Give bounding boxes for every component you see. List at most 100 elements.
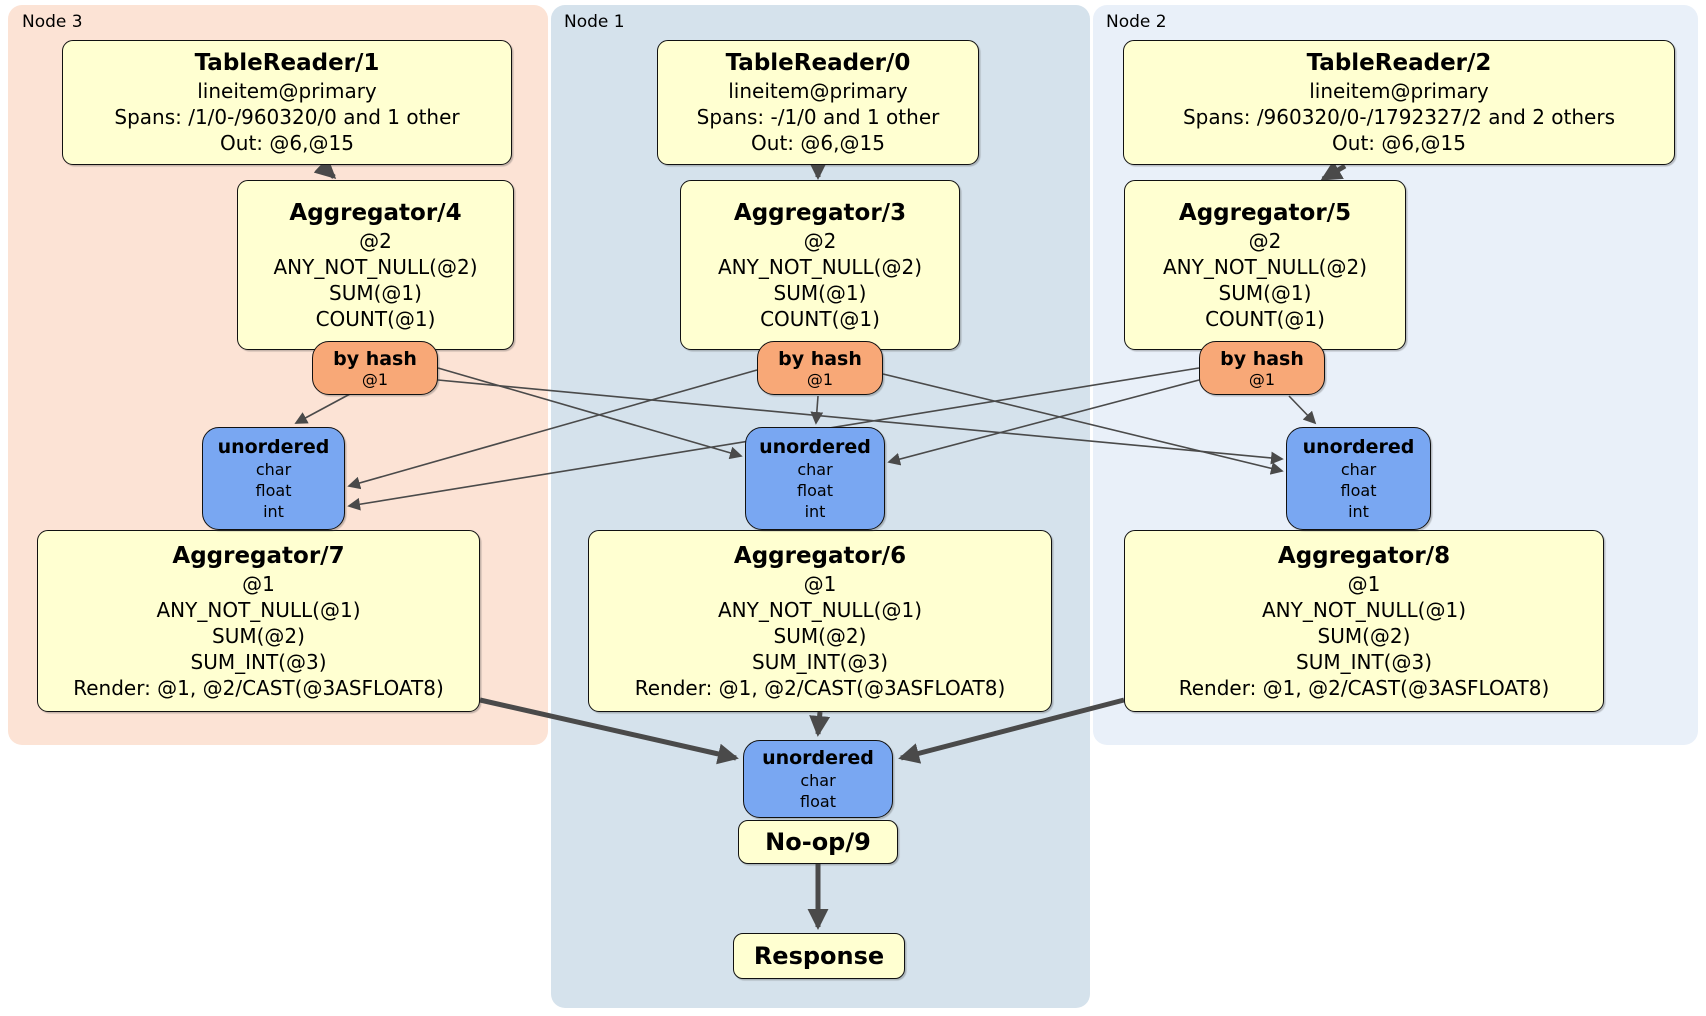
edge-agg6-sync-final xyxy=(809,711,831,737)
processor-aggregator-8: Aggregator/8 @1 ANY_NOT_NULL(@1) SUM(@2)… xyxy=(1124,530,1604,712)
sync-title: unordered xyxy=(217,436,330,458)
edge-router3-sync1 xyxy=(437,367,743,460)
processor-line: @1 xyxy=(803,571,837,596)
sync-item: int xyxy=(804,502,826,521)
edge-router3-sync2 xyxy=(437,379,1284,465)
processor-aggregator-6: Aggregator/6 @1 ANY_NOT_NULL(@1) SUM(@2)… xyxy=(588,530,1052,712)
processor-line: Spans: -/1/0 and 1 other xyxy=(696,105,940,129)
processor-title: Aggregator/5 xyxy=(1178,199,1352,226)
processor-line: ANY_NOT_NULL(@2) xyxy=(1163,254,1367,279)
processor-line: ANY_NOT_NULL(@1) xyxy=(1262,597,1466,622)
edge-agg7-sync-final xyxy=(479,697,739,765)
processor-title: TableReader/1 xyxy=(194,50,380,76)
processor-tablereader-1: TableReader/1 lineitem@primary Spans: /1… xyxy=(62,40,512,165)
processor-tablereader-0: TableReader/0 lineitem@primary Spans: -/… xyxy=(657,40,979,165)
router-title: by hash xyxy=(778,347,862,370)
processor-line: lineitem@primary xyxy=(728,79,908,103)
processor-noop-9: No-op/9 xyxy=(738,820,898,864)
sync-unordered-node2: unordered char float int xyxy=(1286,427,1431,530)
processor-line: COUNT(@1) xyxy=(1205,306,1325,331)
edge-router1-sync3 xyxy=(347,369,758,490)
processor-line: COUNT(@1) xyxy=(760,306,880,331)
sync-unordered-node3: unordered char float int xyxy=(202,427,345,530)
router-title: by hash xyxy=(1220,347,1304,370)
processor-title: Aggregator/4 xyxy=(289,199,462,226)
processor-line: @1 xyxy=(242,571,275,596)
processor-line: SUM(@1) xyxy=(329,280,422,305)
processor-title: Aggregator/7 xyxy=(172,542,345,569)
router-detail: @1 xyxy=(1248,369,1276,389)
panel-label-node3: Node 3 xyxy=(22,12,83,32)
sync-item: float xyxy=(800,792,836,811)
router-by-hash-node1: by hash @1 xyxy=(757,341,883,395)
edge-router2-sync2 xyxy=(1288,395,1317,425)
processor-aggregator-3: Aggregator/3 @2 ANY_NOT_NULL(@2) SUM(@1)… xyxy=(680,180,960,350)
processor-title: TableReader/2 xyxy=(1306,50,1492,76)
processor-line: ANY_NOT_NULL(@2) xyxy=(273,254,478,279)
processor-aggregator-7: Aggregator/7 @1 ANY_NOT_NULL(@1) SUM(@2)… xyxy=(37,530,480,712)
processor-title: Aggregator/6 xyxy=(733,542,907,569)
processor-line: ANY_NOT_NULL(@2) xyxy=(718,254,922,279)
processor-line: COUNT(@1) xyxy=(315,306,436,331)
processor-line: SUM_INT(@3) xyxy=(190,649,327,674)
edge-router1-sync1 xyxy=(810,395,824,425)
processor-line: SUM(@1) xyxy=(1218,280,1312,305)
router-by-hash-node3: by hash @1 xyxy=(312,341,438,395)
processor-line: Render: @1, @2/CAST(@3ASFLOAT8) xyxy=(1178,675,1550,700)
processor-title: Aggregator/3 xyxy=(733,199,907,226)
edge-router2-sync1 xyxy=(887,379,1200,466)
sync-item: int xyxy=(1348,502,1369,521)
processor-line: @1 xyxy=(1347,571,1381,596)
processor-line: Render: @1, @2/CAST(@3ASFLOAT8) xyxy=(634,675,1006,700)
edge-router3-sync3 xyxy=(294,393,351,424)
processor-line: @2 xyxy=(359,228,392,253)
sync-item: int xyxy=(263,502,284,521)
processor-title: Aggregator/8 xyxy=(1277,542,1451,569)
processor-line: SUM(@2) xyxy=(212,623,305,648)
edge-agg8-sync-final xyxy=(898,697,1125,764)
processor-line: SUM_INT(@3) xyxy=(1296,649,1432,674)
sync-item: float xyxy=(255,481,292,500)
processor-aggregator-4: Aggregator/4 @2 ANY_NOT_NULL(@2) SUM(@1)… xyxy=(237,180,514,350)
router-detail: @1 xyxy=(361,369,389,389)
processor-line: ANY_NOT_NULL(@1) xyxy=(156,597,361,622)
processor-line: Out: @6,@15 xyxy=(1332,131,1466,155)
processor-line: @2 xyxy=(803,228,837,253)
sync-title: unordered xyxy=(762,747,874,769)
processor-line: @2 xyxy=(1248,228,1282,253)
sync-item: char xyxy=(1340,460,1377,479)
sync-item: char xyxy=(797,460,833,479)
edge-router1-sync2 xyxy=(882,373,1284,475)
processor-line: SUM_INT(@3) xyxy=(752,649,888,674)
sync-title: unordered xyxy=(759,436,871,458)
router-by-hash-node2: by hash @1 xyxy=(1199,341,1325,395)
response-box: Response xyxy=(733,933,905,979)
processor-line: SUM(@2) xyxy=(773,623,867,648)
router-detail: @1 xyxy=(806,369,834,389)
sync-item: char xyxy=(255,460,292,479)
processor-aggregator-5: Aggregator/5 @2 ANY_NOT_NULL(@2) SUM(@1)… xyxy=(1124,180,1406,350)
processor-line: ANY_NOT_NULL(@1) xyxy=(718,597,922,622)
sync-item: float xyxy=(1340,481,1377,500)
processor-tablereader-2: TableReader/2 lineitem@primary Spans: /9… xyxy=(1123,40,1675,165)
processor-line: Spans: /1/0-/960320/0 and 1 other xyxy=(114,105,460,129)
processor-line: SUM(@1) xyxy=(773,280,867,305)
sync-item: char xyxy=(800,771,836,790)
panel-label-node1: Node 1 xyxy=(564,12,625,32)
sync-unordered-final: unordered char float xyxy=(743,740,893,818)
panel-label-node2: Node 2 xyxy=(1106,12,1167,32)
processor-line: SUM(@2) xyxy=(1317,623,1411,648)
processor-line: Out: @6,@15 xyxy=(220,131,354,155)
processor-line: Out: @6,@15 xyxy=(751,131,885,155)
edge-tr2-agg5 xyxy=(1320,160,1347,182)
processor-line: lineitem@primary xyxy=(1309,79,1489,103)
sync-title: unordered xyxy=(1302,436,1415,458)
processor-line: Spans: /960320/0-/1792327/2 and 2 others xyxy=(1182,105,1615,129)
edge-tr1-agg4 xyxy=(313,157,337,179)
processor-line: Render: @1, @2/CAST(@3ASFLOAT8) xyxy=(73,675,444,700)
sync-unordered-node1: unordered char float int xyxy=(745,427,885,530)
sync-item: float xyxy=(797,481,833,500)
processor-title: TableReader/0 xyxy=(725,50,911,76)
